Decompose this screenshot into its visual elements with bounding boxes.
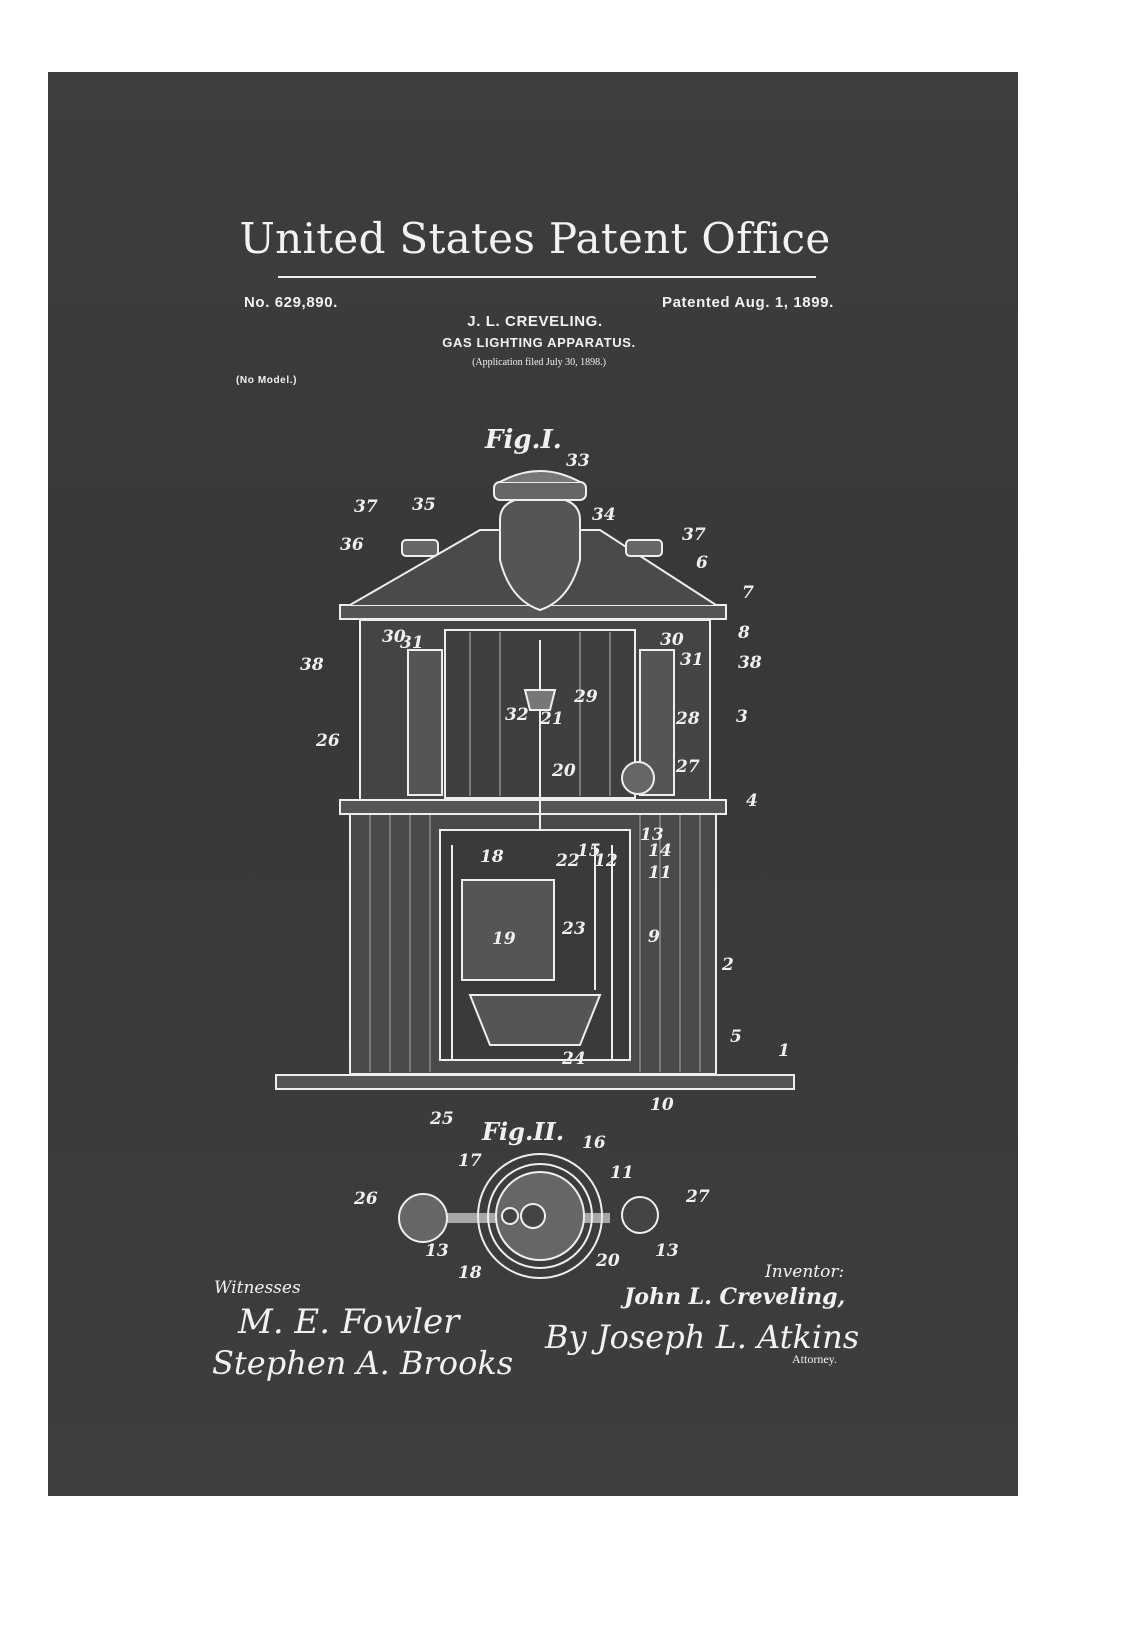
- inventor-label: Inventor:: [765, 1262, 845, 1282]
- invention-title: GAS LIGHTING APPARATUS.: [442, 335, 636, 350]
- ref-label: 28: [675, 709, 700, 729]
- ref-label: 16: [582, 1133, 606, 1153]
- inventor-name: John L. Creveling,: [624, 1284, 846, 1310]
- ref-label: 19: [492, 929, 516, 949]
- ref-label: 30: [660, 630, 684, 650]
- ref-label: 15: [577, 841, 601, 861]
- ref-label: 27: [675, 757, 700, 777]
- ref-label: 20: [595, 1251, 620, 1271]
- ref-label: 24: [561, 1049, 586, 1069]
- ref-label: 5: [730, 1027, 742, 1047]
- ref-label: 29: [573, 687, 598, 707]
- attorney-signature: By Joseph L. Atkins: [545, 1318, 860, 1356]
- ref-label: 20: [551, 761, 576, 781]
- ref-label: 36: [340, 535, 364, 555]
- ref-label: 33: [566, 451, 590, 471]
- ref-label: 32: [505, 705, 529, 725]
- ref-label: 3: [736, 707, 748, 727]
- ref-label: 31: [400, 633, 424, 653]
- ref-label: 11: [610, 1163, 634, 1183]
- fig2-caption: Fig.II.: [481, 1117, 564, 1146]
- ref-label: 34: [592, 505, 616, 525]
- ref-label: 25: [429, 1109, 454, 1129]
- ref-label: 30: [382, 627, 406, 647]
- model-note: (No Model.): [236, 375, 298, 386]
- ref-label: 38: [300, 655, 324, 675]
- inventor-short-name: J. L. CREVELING.: [467, 313, 603, 330]
- ref-label: 26: [353, 1189, 378, 1209]
- document-title: United States Patent Office: [239, 214, 831, 263]
- ref-label: 8: [737, 623, 750, 643]
- title-divider: [278, 276, 816, 278]
- application-filed: (Application filed July 30, 1898.): [472, 357, 606, 368]
- fig1-caption: Fig.I.: [484, 425, 562, 455]
- ref-label: 10: [650, 1095, 674, 1115]
- witnesses-label: Witnesses: [214, 1278, 301, 1298]
- ref-label: 38: [738, 653, 762, 673]
- ref-label: 18: [458, 1263, 482, 1283]
- fig2-reference-labels: 16 17 11 26 27 13 13 18 20: [353, 1133, 710, 1283]
- ref-label: 9: [648, 927, 660, 947]
- ref-label: 7: [742, 583, 754, 603]
- ref-label: 4: [746, 791, 758, 811]
- witness-signature-1: M. E. Fowler: [238, 1302, 460, 1342]
- ref-label: 13: [425, 1241, 449, 1261]
- ref-label: 2: [721, 955, 734, 975]
- fig1-apparatus: [275, 470, 795, 1090]
- attorney-label: Attorney.: [792, 1352, 837, 1366]
- ref-label: 6: [696, 553, 708, 573]
- ref-label: 23: [561, 919, 586, 939]
- ref-label: 35: [412, 495, 436, 515]
- ref-label: 31: [680, 650, 704, 670]
- fig1-reference-labels: 33 37 35 34 37 36 6 7 8 38 30 31 30 31 3…: [300, 451, 790, 1129]
- ref-label: 22: [555, 851, 580, 871]
- ref-label: 1: [778, 1041, 790, 1061]
- fig2-top-view: [398, 1153, 659, 1279]
- ref-label: 27: [685, 1187, 710, 1207]
- ref-label: 13: [655, 1241, 679, 1261]
- ref-label: 14: [648, 841, 672, 861]
- ref-label: 37: [682, 525, 706, 545]
- patent-date: Patented Aug. 1, 1899.: [662, 294, 834, 311]
- ref-label: 21: [539, 709, 564, 729]
- ref-label: 13: [640, 825, 664, 845]
- ref-label: 12: [594, 851, 618, 871]
- ref-label: 18: [480, 847, 504, 867]
- ref-label: 37: [354, 497, 378, 517]
- ref-label: 26: [315, 731, 340, 751]
- ref-label: 17: [458, 1151, 482, 1171]
- patent-number: No. 629,890.: [244, 294, 338, 311]
- ref-label: 11: [648, 863, 672, 883]
- witness-signature-2: Stephen A. Brooks: [212, 1344, 514, 1382]
